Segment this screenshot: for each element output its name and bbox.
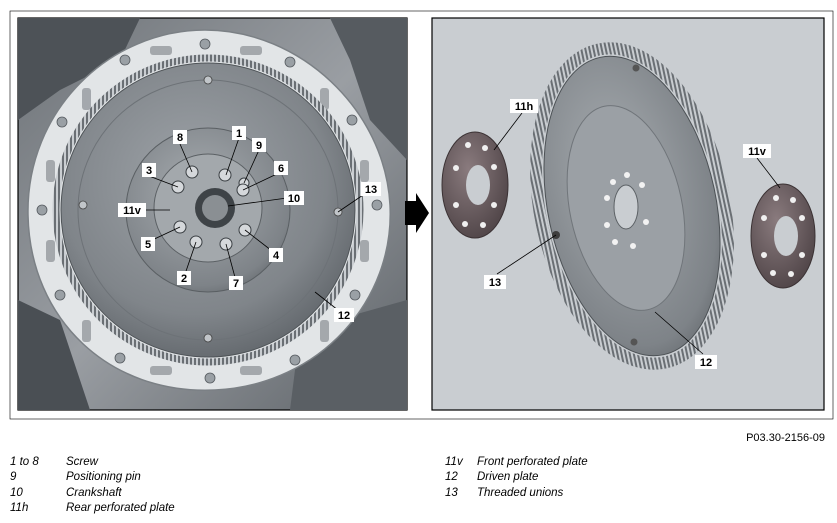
arrow-icon [405,193,429,233]
callout-2: 2 [177,271,191,285]
svg-text:12: 12 [700,357,712,369]
callout-5: 5 [141,237,155,251]
callout-7: 7 [229,276,243,290]
front-perforated-plate-exploded [750,183,816,289]
svg-text:11v: 11v [123,205,142,217]
svg-text:12: 12 [338,310,350,322]
svg-text:1: 1 [236,128,242,140]
svg-text:8: 8 [177,132,183,144]
callout-13: 13 [361,182,381,196]
svg-text:2: 2 [181,273,187,285]
svg-text:3: 3 [146,165,152,177]
svg-text:5: 5 [145,239,151,251]
svg-text:10: 10 [288,193,300,205]
rear-perforated-plate [441,131,509,239]
callout-12-right: 12 [695,355,717,369]
callout-11v: 11v [118,203,146,217]
callout-11v-right: 11v [743,144,771,158]
callout-11h: 11h [510,99,538,113]
svg-text:7: 7 [233,278,239,290]
figure-reference: P03.30-2156-09 [746,432,825,444]
svg-text:13: 13 [365,184,377,196]
callout-10: 10 [284,191,304,205]
callout-3: 3 [142,163,156,177]
svg-text:6: 6 [278,163,284,175]
callout-8: 8 [173,130,187,144]
callout-1: 1 [232,126,246,140]
flywheel-illustration: 8 1 9 6 3 10 11v 5 [9,10,834,420]
svg-text:13: 13 [489,277,501,289]
callout-13-right: 13 [484,275,506,289]
svg-text:9: 9 [256,140,262,152]
callout-12: 12 [334,308,354,322]
left-panel: 8 1 9 6 3 10 11v 5 [17,17,408,411]
callout-6: 6 [274,161,288,175]
svg-text:11v: 11v [748,146,767,158]
callout-4: 4 [269,248,283,262]
screw-1 [218,168,232,182]
svg-text:11h: 11h [515,101,534,113]
svg-text:4: 4 [273,250,280,262]
right-panel: 11h 11v 13 12 [431,17,825,411]
callout-9: 9 [252,138,266,152]
